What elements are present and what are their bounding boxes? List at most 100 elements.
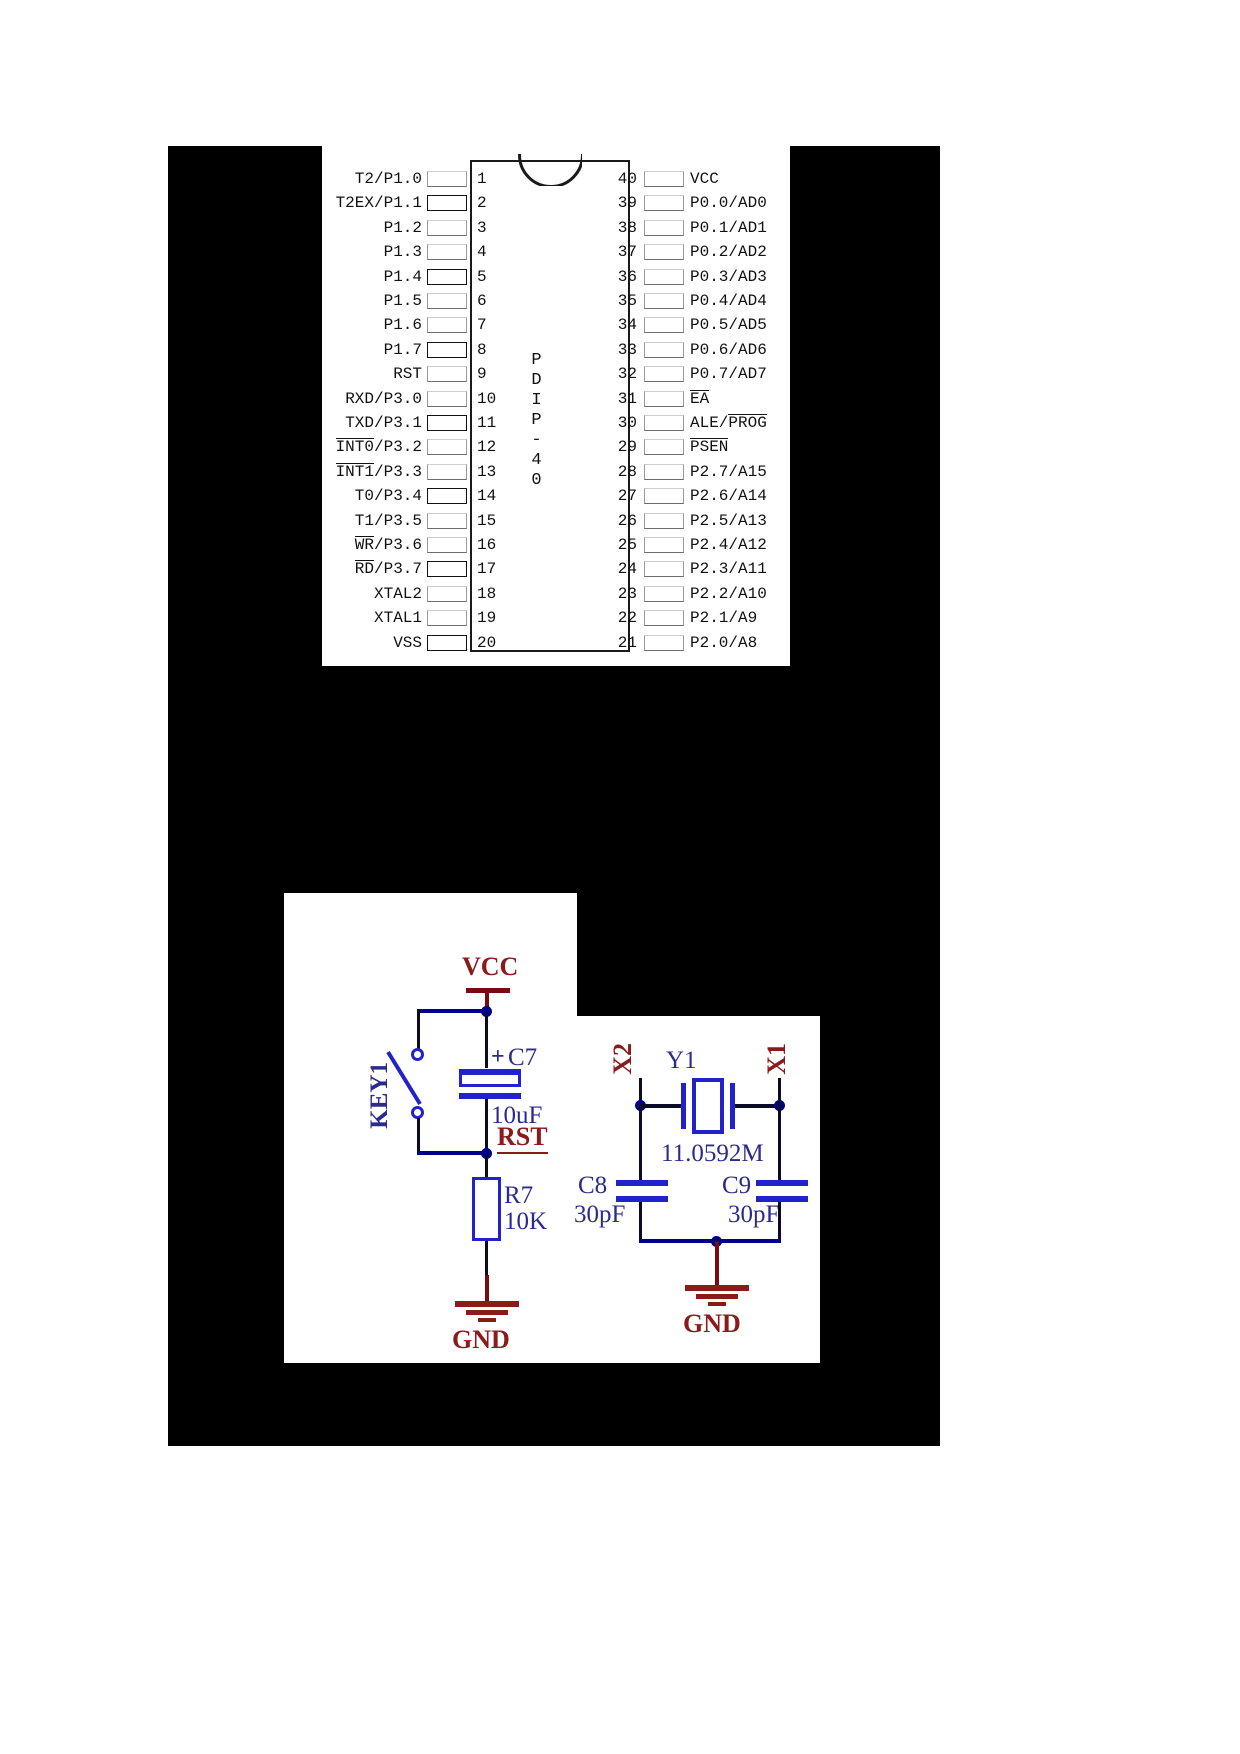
- pin-pad-left: [427, 195, 467, 212]
- osc-gnd-stem: [715, 1242, 719, 1287]
- pin-number-left: 10: [477, 389, 497, 408]
- pin-number-right: 33: [617, 340, 637, 359]
- pin-number-left: 8: [477, 340, 487, 359]
- pin-label-left: RST: [393, 365, 422, 384]
- pin-label-right: P2.0/A8: [690, 633, 758, 652]
- key1-label: KEY1: [366, 1062, 393, 1129]
- pin-pad-right: [644, 293, 684, 309]
- pin-pad-left: [427, 268, 467, 285]
- pin-label-left: P1.3: [383, 243, 422, 262]
- c9-bottom-lead: [778, 1202, 781, 1242]
- c7-top-lead: [485, 1012, 488, 1068]
- pin-pad-right: [644, 463, 684, 480]
- pin-label-right: P0.2/AD2: [690, 243, 767, 262]
- pin-label-left: T1/P3.5: [354, 511, 422, 530]
- pin-pad-right: [644, 610, 684, 627]
- pin-number-left: 12: [477, 438, 497, 457]
- pin-label-left: TXD/P3.1: [345, 414, 422, 432]
- key1-terminal-bottom: [411, 1106, 424, 1119]
- pin-pad-right: [644, 171, 684, 187]
- pin-pad-left: [427, 293, 467, 309]
- osc-gnd-junction-node: [711, 1236, 722, 1247]
- c7-ref-label: C7: [508, 1044, 538, 1071]
- x2-to-xtal-wire: [639, 1104, 681, 1108]
- switch-to-rst-wire: [417, 1151, 489, 1155]
- pin-number-right: 28: [617, 462, 637, 481]
- pin-label-left: INT1/P3.3: [335, 462, 422, 481]
- c9-top-lead: [778, 1104, 781, 1182]
- r7-body: [472, 1177, 501, 1241]
- pin-label-left: T2EX/P1.1: [335, 194, 422, 213]
- osc-gnd-label: GND: [683, 1309, 741, 1338]
- switch-bottom-lead: [417, 1118, 420, 1154]
- pin-label-right: P0.4/AD4: [690, 292, 767, 310]
- pin-label-left: P1.5: [383, 292, 422, 310]
- pin-label-right: P2.4/A12: [690, 536, 767, 554]
- pin-number-right: 32: [617, 365, 637, 384]
- r7-top-lead: [485, 1154, 488, 1178]
- vcc-stem: [485, 990, 489, 1011]
- pin-pad-left: [427, 610, 467, 627]
- c7-plate-top-outline: [459, 1069, 521, 1087]
- pin-number-right: 27: [617, 487, 637, 506]
- pin-pad-left: [427, 634, 467, 651]
- pin-number-left: 14: [477, 487, 497, 506]
- pin-label-right: P2.1/A9: [690, 609, 758, 628]
- pin-label-right: P0.7/AD7: [690, 365, 767, 384]
- r7-value-label: 10K: [504, 1208, 548, 1235]
- pin-number-left: 3: [477, 218, 487, 237]
- pin-number-right: 38: [617, 218, 637, 237]
- pin-pad-right: [644, 634, 684, 651]
- c8-ref-label: C8: [578, 1172, 608, 1199]
- pin-pad-left: [427, 244, 467, 261]
- pin-label-right: P0.0/AD0: [690, 194, 767, 213]
- pin-number-left: 9: [477, 365, 487, 384]
- pin-number-left: 18: [477, 584, 497, 603]
- r7-ref-label: R7: [504, 1182, 534, 1209]
- pin-pad-left: [427, 561, 467, 578]
- rst-junction-node: [481, 1148, 492, 1159]
- pin-label-left: P1.4: [383, 267, 422, 286]
- pin-label-left: INT0/P3.2: [335, 438, 422, 457]
- switch-top-lead: [417, 1010, 420, 1052]
- c7-plate-top: [459, 1069, 521, 1075]
- pin-label-left: VSS: [393, 633, 422, 652]
- pin-pad-left: [427, 366, 467, 383]
- x2-node-label: X2: [608, 1043, 637, 1075]
- pin-pad-right: [644, 415, 684, 431]
- c8-plate-top: [616, 1180, 668, 1186]
- pin-pad-right: [644, 219, 684, 236]
- pin-pad-right: [644, 244, 684, 261]
- c9-value-label: 30pF: [728, 1201, 780, 1228]
- vcc-top-wire: [417, 1009, 487, 1013]
- xtal-left-plate: [681, 1083, 686, 1129]
- pin-number-right: 26: [617, 511, 637, 530]
- pin-pad-right: [644, 488, 684, 505]
- c7-value-label: 10uF: [491, 1102, 543, 1129]
- pin-number-right: 29: [617, 438, 637, 457]
- pin-pad-right: [644, 366, 684, 383]
- pin-pad-left: [427, 585, 467, 602]
- pin-label-right: P2.7/A15: [690, 462, 767, 481]
- pin-label-right: ALE/PROG: [690, 414, 767, 432]
- pin-pad-right: [644, 561, 684, 578]
- pin-pad-left: [427, 463, 467, 480]
- pin-number-right: 22: [617, 609, 637, 628]
- pin-pad-left: [427, 317, 467, 334]
- pin-number-left: 11: [477, 414, 497, 432]
- pin-label-left: P1.6: [383, 316, 422, 335]
- pin-number-right: 36: [617, 267, 637, 286]
